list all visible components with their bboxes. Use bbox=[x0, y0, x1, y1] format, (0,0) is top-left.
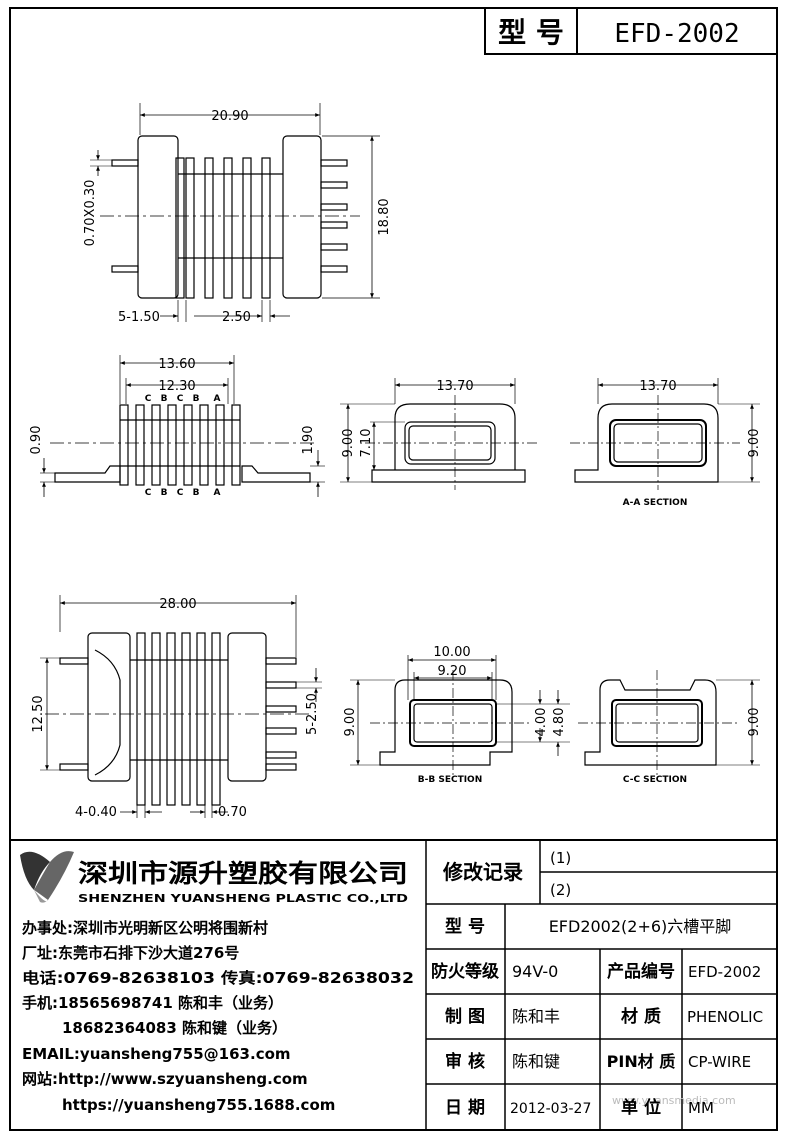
slot-label: B bbox=[193, 394, 200, 404]
end-dim-width: 13.70 bbox=[436, 379, 473, 394]
revision-label: 修改记录 bbox=[442, 860, 523, 884]
unit-label: 单 位 bbox=[621, 1097, 661, 1118]
company-factory: 厂址:东莞市石排下沙大道276号 bbox=[22, 944, 239, 962]
product-no-value: EFD-2002 bbox=[688, 963, 761, 981]
bb-dim-outer: 10.00 bbox=[433, 645, 470, 660]
check-label: 审 核 bbox=[445, 1051, 485, 1072]
company-email: EMAIL:yuansheng755@163.com bbox=[22, 1045, 291, 1063]
slot-label: A bbox=[214, 488, 221, 498]
unit-value: MM bbox=[688, 1099, 714, 1117]
fire-value: 94V-0 bbox=[512, 962, 558, 981]
side-dim-left: 0.90 bbox=[29, 426, 44, 455]
date-value: 2012-03-27 bbox=[510, 1101, 591, 1117]
product-no-label: 产品编号 bbox=[607, 961, 675, 982]
drawn-value: 陈和丰 bbox=[512, 1007, 560, 1026]
company-web2: https://yuansheng755.1688.com bbox=[62, 1096, 335, 1114]
top-dim-slot: 2.50 bbox=[222, 310, 251, 325]
slot-label: B bbox=[161, 488, 168, 498]
section-bb bbox=[350, 655, 570, 775]
company-name-en: SHENZHEN YUANSHENG PLASTIC CO.,LTD bbox=[78, 892, 408, 905]
side-slot-labels-bottom: C B C B A bbox=[145, 488, 221, 498]
top-dim-pitch: 5-1.50 bbox=[118, 310, 160, 325]
title-block-grid bbox=[425, 840, 777, 1130]
info-model-label: 型 号 bbox=[445, 916, 485, 937]
header-model-box: 型 号 EFD-2002 bbox=[484, 7, 778, 55]
revision-row: (1) bbox=[550, 849, 571, 867]
aa-dim-height: 9.00 bbox=[747, 429, 762, 458]
fire-label: 防火等级 bbox=[431, 961, 499, 982]
slot-label: C bbox=[177, 488, 184, 498]
drawn-label: 制 图 bbox=[445, 1006, 485, 1027]
slot-label: B bbox=[193, 488, 200, 498]
top-dim-width: 20.90 bbox=[211, 109, 248, 124]
end-view bbox=[340, 378, 540, 490]
slot-label: C bbox=[177, 394, 184, 404]
slot-label: C bbox=[145, 488, 152, 498]
header-model-value: EFD-2002 bbox=[614, 19, 739, 49]
material-value: PHENOLIC bbox=[687, 1008, 763, 1026]
info-model-value: EFD2002(2+6)六槽平脚 bbox=[549, 917, 732, 936]
slot-label: B bbox=[161, 394, 168, 404]
section-aa bbox=[570, 378, 760, 490]
date-label: 日 期 bbox=[445, 1098, 485, 1118]
aa-dim-width: 13.70 bbox=[639, 379, 676, 394]
bb-dim-height: 9.00 bbox=[343, 708, 358, 737]
aa-section-label: A-A SECTION bbox=[623, 498, 688, 508]
section-cc bbox=[578, 670, 760, 775]
company-office: 办事处:深圳市光明新区公明将围新村 bbox=[22, 919, 268, 937]
end-dim-inner-height: 7.10 bbox=[359, 429, 374, 458]
top-dim-height: 18.80 bbox=[377, 198, 392, 235]
side-dim-right: 1.90 bbox=[301, 426, 316, 455]
material-label: 材 质 bbox=[621, 1006, 661, 1027]
company-name-cn: 深圳市源升塑胶有限公司 bbox=[78, 859, 408, 888]
company-web1: 网站:http://www.szyuansheng.com bbox=[22, 1070, 308, 1088]
side-view bbox=[40, 355, 325, 497]
watermark: www.yuansmedia.com bbox=[612, 1094, 736, 1107]
side-slot-labels-top: C B C B A bbox=[145, 394, 221, 404]
bottom-dim-pin-count: 4-0.40 bbox=[75, 805, 117, 820]
end-dim-height: 9.00 bbox=[341, 429, 356, 458]
company-mobile1: 手机:18565698741 陈和丰（业务） bbox=[22, 994, 283, 1012]
pin-material-value: CP-WIRE bbox=[688, 1053, 751, 1071]
check-value: 陈和键 bbox=[512, 1052, 560, 1071]
header-model-label: 型 号 bbox=[498, 16, 564, 49]
top-view bbox=[90, 103, 380, 322]
bb-dim-inner: 9.20 bbox=[438, 664, 467, 679]
bottom-dim-pin: 0.70 bbox=[218, 805, 247, 820]
slot-label: A bbox=[214, 394, 221, 404]
company-logo bbox=[20, 851, 74, 903]
sheet-border bbox=[9, 7, 778, 1131]
cc-section-label: C-C SECTION bbox=[623, 775, 687, 785]
company-mobile2: 18682364083 陈和键（业务） bbox=[62, 1019, 287, 1037]
bb-section-label: B-B SECTION bbox=[418, 775, 483, 785]
cc-dim-height: 9.00 bbox=[747, 708, 762, 737]
bottom-dim-height: 12.50 bbox=[31, 695, 46, 732]
side-dim-inner: 12.30 bbox=[158, 379, 195, 394]
bottom-view bbox=[40, 595, 322, 818]
company-phone: 电话:0769-82638103 传真:0769-82638032 bbox=[22, 969, 414, 987]
revision-row: (2) bbox=[550, 881, 571, 899]
pin-material-label: PIN材 质 bbox=[607, 1052, 676, 1071]
top-dim-pin: 0.70X0.30 bbox=[83, 180, 98, 247]
bottom-dim-right: 5-2.50 bbox=[305, 693, 320, 735]
bb-dim-b: 4.80 bbox=[552, 708, 567, 737]
slot-label: C bbox=[145, 394, 152, 404]
bb-dim-a: 4.00 bbox=[534, 708, 549, 737]
bottom-dim-width: 28.00 bbox=[159, 597, 196, 612]
side-dim-outer: 13.60 bbox=[158, 357, 195, 372]
